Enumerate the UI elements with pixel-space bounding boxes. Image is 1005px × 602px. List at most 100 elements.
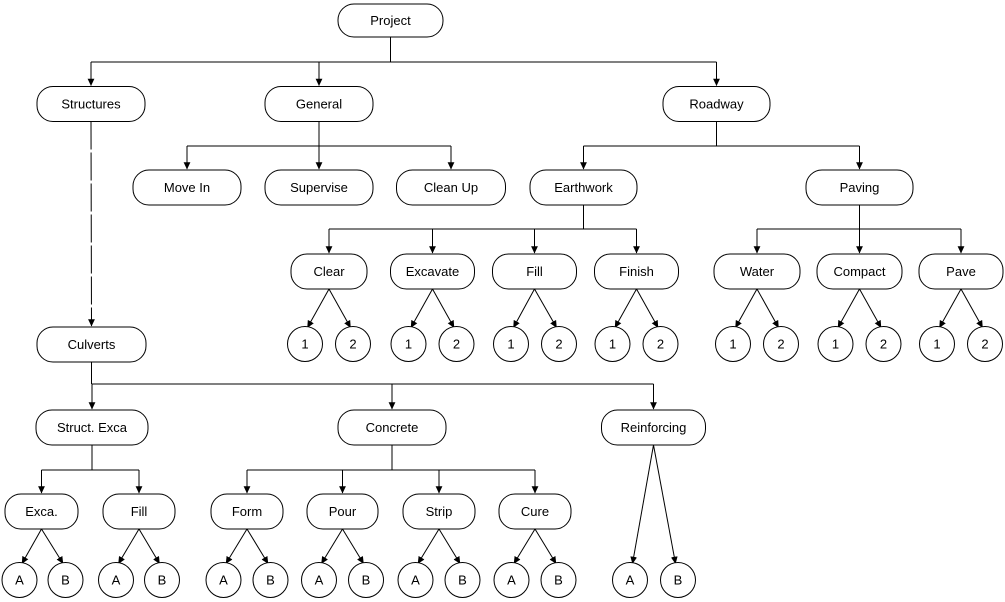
excavate-2-circle [438,326,475,362]
node-exca-a: A [1,562,38,598]
edge-fill-e-fill-e-2 [534,288,557,328]
edge-cure-cure-b [534,528,557,564]
structures-label: Structures [61,97,121,112]
cure-box [498,493,572,530]
node-general: General [264,86,374,122]
water-2-label: 2 [777,337,784,352]
node-water-2: 2 [763,326,799,362]
edge-strip-strip-a [417,528,440,564]
form-a-circle [205,562,242,598]
node-fill-e-1: 1 [493,326,529,362]
pour-b-circle [348,562,384,598]
clear-2-label: 2 [349,337,356,352]
exca-label: Exca. [25,504,58,519]
node-structures: Structures [36,86,146,122]
edge-pour-pour-a [321,528,343,564]
node-excavate: Excavate [390,253,475,290]
form-a-label: A [219,573,228,588]
pave-box [918,253,1004,290]
node-finish-2: 2 [642,326,679,362]
node-strip-a: A [397,562,434,598]
supervise-box [264,169,374,206]
strip-b-circle [444,562,481,598]
node-supervise: Supervise [264,169,374,206]
node-exca-b: B [47,562,84,598]
reinf-a-circle [612,562,648,598]
edge-compact-compact-1 [837,288,860,328]
edge-reinforcing-reinf-b [653,444,678,565]
edge-fill-e-fill-e-1 [513,288,535,328]
edge-form-form-b [246,528,269,564]
excavate-1-label: 1 [405,337,412,352]
paving-box [805,169,914,206]
node-fill-e-2: 2 [541,326,577,362]
node-concrete: Concrete [337,409,447,446]
edge-cure-cure-a [513,528,536,564]
strip-a-label: A [411,573,420,588]
concrete-label: Concrete [366,420,419,435]
form-b-circle [252,562,289,598]
roadway-box [662,86,771,122]
earthwork-label: Earthwork [554,180,613,195]
finish-box [594,253,679,290]
node-excavate-2: 2 [438,326,475,362]
strip-label: Strip [426,504,453,519]
node-compact-2: 2 [865,326,902,362]
pave-2-label: 2 [981,337,988,352]
movein-box [132,169,242,206]
node-pour-b: B [348,562,384,598]
pour-a-label: A [315,573,324,588]
node-compact-1: 1 [817,326,854,362]
fill-c-label: Fill [131,504,148,519]
edge-water-water-1 [735,288,758,328]
node-reinforcing: Reinforcing [601,409,706,446]
cure-b-label: B [554,573,563,588]
edge-fill-c-fill-c-a [118,528,140,564]
node-cure: Cure [498,493,572,530]
fill-c-b-circle [144,562,180,598]
node-cure-a: A [493,562,530,598]
fill-e-2-label: 2 [555,337,562,352]
cure-a-label: A [507,573,516,588]
culverts-label: Culverts [68,337,116,352]
edge-reinforcing-reinf-a [630,444,654,565]
node-water: Water [713,253,801,290]
edge-clear-clear-1 [307,288,330,328]
excavate-box [390,253,475,290]
finish-1-circle [594,326,631,362]
pave-2-circle [967,326,1003,362]
node-pave-2: 2 [967,326,1003,362]
exca-a-circle [1,562,38,598]
clear-2-circle [335,326,371,362]
excavate-2-label: 2 [453,337,460,352]
pour-box [306,493,379,530]
node-clear-2: 2 [335,326,371,362]
edge-pave-pave-1 [939,288,962,328]
form-label: Form [232,504,262,519]
reinf-a-label: A [626,573,635,588]
water-label: Water [740,264,775,279]
water-1-circle [715,326,751,362]
culverts-box [36,326,147,363]
node-water-1: 1 [715,326,751,362]
edge-excavate-excavate-1 [410,288,433,328]
edge-finish-finish-2 [636,288,659,328]
excavate-label: Excavate [406,264,459,279]
node-cleanup: Clean Up [396,169,506,206]
node-reinf-a: A [612,562,648,598]
reinf-b-label: B [674,573,683,588]
roadway-label: Roadway [689,97,744,112]
node-earthwork: Earthwork [529,169,638,206]
node-form: Form [210,493,284,530]
compact-box [816,253,903,290]
edge-exca-exca-a [21,528,42,564]
fill-c-box [102,493,176,530]
node-reinf-b: B [660,562,696,598]
compact-label: Compact [833,264,885,279]
reinf-b-circle [660,562,696,598]
compact-1-circle [817,326,854,362]
cleanup-label: Clean Up [424,180,478,195]
node-pour-a: A [301,562,337,598]
